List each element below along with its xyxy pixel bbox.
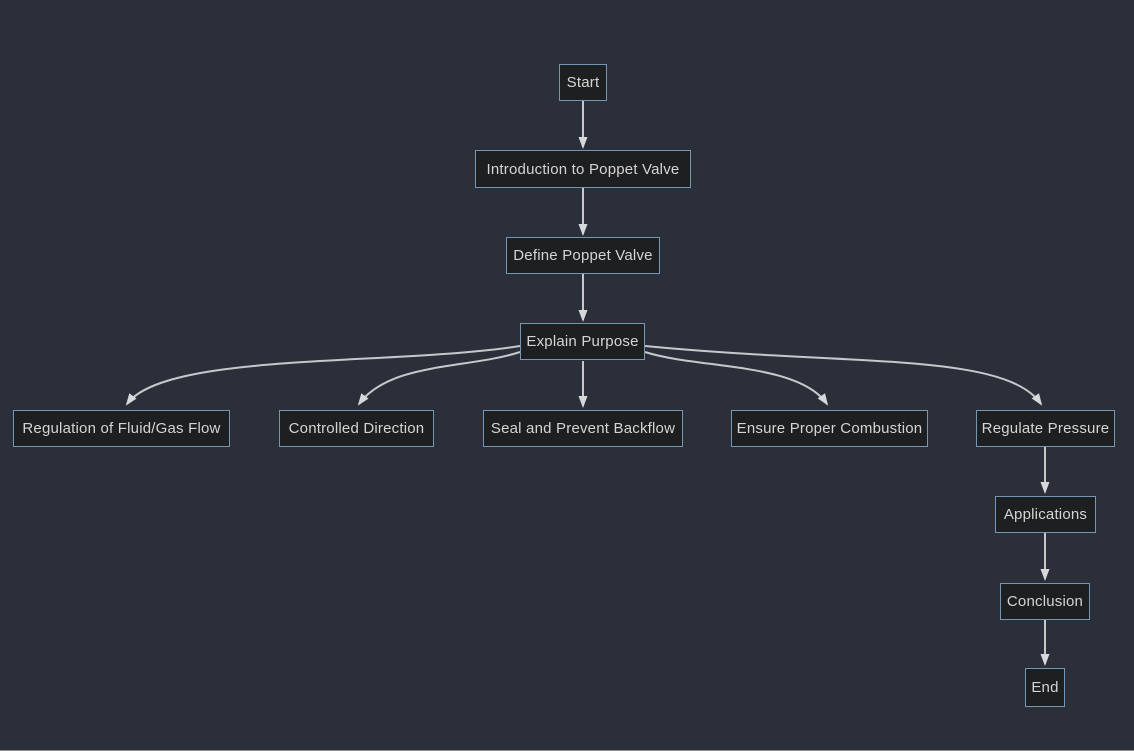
- node-conclusion-label: Conclusion: [1006, 593, 1084, 610]
- node-introduction-label: Introduction to Poppet Valve: [486, 160, 680, 178]
- node-seal-prevent-backflow-label: Seal and Prevent Backflow: [490, 420, 676, 437]
- node-regulate-pressure-label: Regulate Pressure: [981, 420, 1110, 437]
- edge-explain-regulation: [125, 345, 521, 406]
- node-controlled-direction-label: Controlled Direction: [288, 420, 425, 437]
- edge-explain-direction: [357, 351, 521, 406]
- node-regulation-fluid-gas-flow-label: Regulation of Fluid/Gas Flow: [22, 420, 221, 437]
- node-define-poppet-valve: Define Poppet Valve: [506, 237, 660, 274]
- node-end-label: End: [1031, 679, 1059, 696]
- node-end: End: [1025, 668, 1065, 707]
- node-start-label: Start: [566, 74, 600, 91]
- node-seal-prevent-backflow: Seal and Prevent Backflow: [483, 410, 683, 447]
- node-applications: Applications: [995, 496, 1096, 533]
- node-ensure-proper-combustion: Ensure Proper Combustion: [731, 410, 928, 447]
- node-conclusion: Conclusion: [1000, 583, 1090, 620]
- node-regulate-pressure: Regulate Pressure: [976, 410, 1115, 447]
- node-define-poppet-valve-label: Define Poppet Valve: [513, 247, 653, 264]
- edge-explain-combustion: [644, 351, 829, 406]
- node-controlled-direction: Controlled Direction: [279, 410, 434, 447]
- node-start: Start: [559, 64, 607, 101]
- edge-explain-pressure: [644, 345, 1043, 406]
- node-regulation-fluid-gas-flow: Regulation of Fluid/Gas Flow: [13, 410, 230, 447]
- node-explain-purpose: Explain Purpose: [520, 323, 645, 360]
- node-applications-label: Applications: [1003, 506, 1088, 523]
- node-ensure-proper-combustion-label: Ensure Proper Combustion: [736, 420, 923, 437]
- node-explain-purpose-label: Explain Purpose: [526, 333, 639, 350]
- node-introduction: Introduction to Poppet Valve: [475, 150, 691, 188]
